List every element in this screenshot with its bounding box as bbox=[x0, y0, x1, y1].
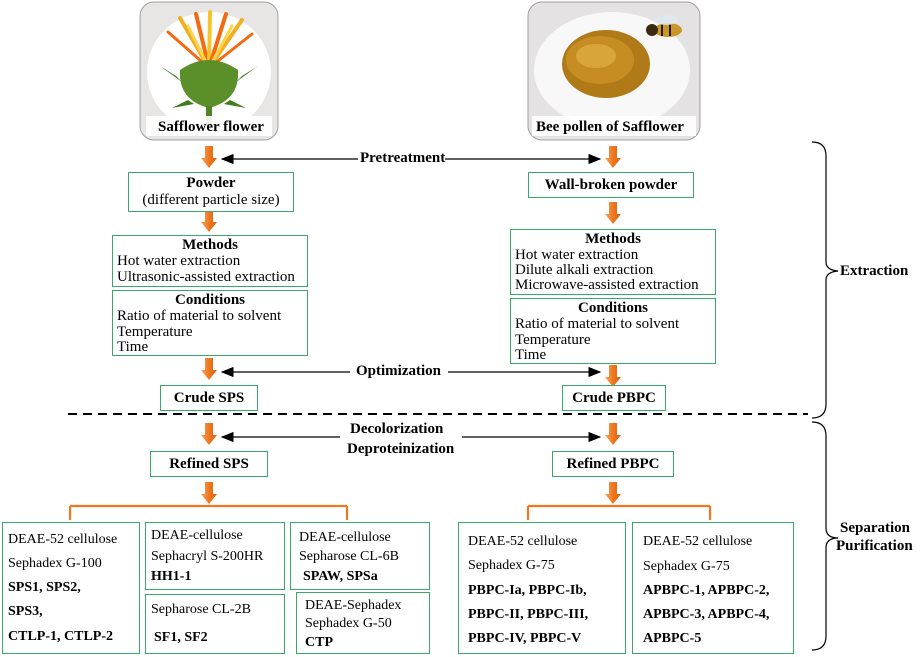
column-line: DEAE-Sephadex bbox=[305, 598, 402, 613]
column-line: Sepharose CL-6B bbox=[299, 549, 399, 564]
column-line: DEAE-52 cellulose bbox=[468, 534, 578, 549]
column-line: DEAE-52 cellulose bbox=[8, 532, 118, 547]
conditions-title: Conditions bbox=[577, 300, 649, 316]
product-line: APBPC-5 bbox=[643, 631, 702, 646]
column-line: Sepharose CL-2B bbox=[151, 602, 251, 617]
safflower-flower-image bbox=[139, 1, 279, 141]
refined-sps-box: Refined SPS bbox=[150, 451, 268, 477]
product-line: CTLP-1, CTLP-2 bbox=[8, 629, 113, 644]
hh-separation-box: DEAE-cellulose Sephacryl S-200HR HH1-1 bbox=[145, 522, 285, 590]
separation-label: Separation bbox=[840, 520, 911, 536]
left-methods-box: Methods Hot water extraction Ultrasonic-… bbox=[112, 235, 308, 287]
product-line: CTP bbox=[305, 635, 333, 650]
left-branch-connector bbox=[68, 504, 349, 520]
product-line: PBPC-II, PBPC-III, bbox=[468, 607, 589, 622]
refined-pbpc-label: Refined PBPC bbox=[566, 456, 660, 472]
condition-item: Time bbox=[515, 347, 547, 363]
spaw-separation-box: DEAE-cellulose Sepharose CL-6B SPAW, SPS… bbox=[290, 522, 430, 590]
methods-title: Methods bbox=[182, 237, 238, 253]
column-line: Sephadex G-100 bbox=[8, 556, 102, 571]
product-line: PBPC-IV, PBPC-V bbox=[468, 631, 582, 646]
product-line: HH1-1 bbox=[151, 569, 192, 584]
crude-sps-label: Crude SPS bbox=[173, 390, 245, 406]
extraction-brace bbox=[811, 141, 839, 419]
crude-pbpc-box: Crude PBPC bbox=[562, 385, 666, 411]
method-item: Dilute alkali extraction bbox=[515, 262, 654, 278]
left-conditions-box: Conditions Ratio of material to solvent … bbox=[112, 290, 308, 356]
safflower-flower-label: Safflower flower bbox=[158, 119, 264, 135]
deproteinization-label: Deproteinization bbox=[347, 441, 455, 457]
product-line: SPS1, SPS2, bbox=[8, 580, 81, 595]
column-line: Sephacryl S-200HR bbox=[151, 549, 264, 564]
powder-subtitle: (different particle size) bbox=[142, 192, 280, 208]
condition-item: Ratio of material to solvent bbox=[117, 308, 282, 324]
optimization-label: Optimization bbox=[356, 363, 441, 379]
methods-title: Methods bbox=[585, 231, 641, 247]
purification-label: Purification bbox=[836, 538, 913, 554]
refined-sps-label: Refined SPS bbox=[169, 456, 249, 472]
apbpc-separation-box: DEAE-52 cellulose Sephadex G-75 APBPC-1,… bbox=[632, 522, 794, 654]
bee-pollen-image bbox=[527, 1, 701, 141]
pbpc-separation-box: DEAE-52 cellulose Sephadex G-75 PBPC-Ia,… bbox=[458, 522, 626, 654]
extraction-label: Extraction bbox=[840, 263, 909, 279]
column-line: DEAE-cellulose bbox=[151, 528, 243, 543]
bee-pollen-label: Bee pollen of Safflower bbox=[536, 119, 684, 135]
bee-icon bbox=[646, 15, 682, 37]
powder-title: Powder bbox=[186, 175, 236, 191]
product-line: PBPC-Ia, PBPC-Ib, bbox=[468, 583, 587, 598]
wall-broken-powder-label: Wall-broken powder bbox=[544, 177, 678, 193]
purification-brace bbox=[811, 421, 839, 651]
crude-pbpc-label: Crude PBPC bbox=[572, 390, 656, 406]
column-line: Sephadex G-50 bbox=[305, 616, 392, 631]
method-item: Ultrasonic-assisted extraction bbox=[117, 269, 295, 285]
right-branch-connector bbox=[526, 504, 712, 520]
right-conditions-box: Conditions Ratio of material to solvent … bbox=[510, 298, 716, 364]
product-line: APBPC-1, APBPC-2, bbox=[643, 583, 770, 598]
decolorization-label: Decolorization bbox=[350, 421, 444, 437]
right-methods-box: Methods Hot water extraction Dilute alka… bbox=[510, 229, 716, 295]
method-item: Hot water extraction bbox=[515, 247, 639, 263]
sf-separation-box: Sepharose CL-2B SF1, SF2 bbox=[145, 594, 285, 654]
column-line: Sephadex G-75 bbox=[643, 559, 730, 574]
refined-pbpc-box: Refined PBPC bbox=[552, 451, 674, 477]
product-line: SF1, SF2 bbox=[154, 630, 208, 645]
condition-item: Time bbox=[117, 339, 149, 355]
column-line: DEAE-cellulose bbox=[299, 530, 391, 545]
column-line: DEAE-52 cellulose bbox=[643, 534, 753, 549]
wall-broken-powder-box: Wall-broken powder bbox=[528, 172, 694, 198]
condition-item: Temperature bbox=[117, 324, 193, 340]
product-line: SPS3, bbox=[8, 604, 43, 619]
conditions-title: Conditions bbox=[174, 292, 246, 308]
product-line: SPAW, SPSa bbox=[303, 569, 378, 584]
column-line: Sephadex G-75 bbox=[468, 558, 555, 573]
condition-item: Ratio of material to solvent bbox=[515, 316, 680, 332]
condition-item: Temperature bbox=[515, 332, 591, 348]
method-item: Hot water extraction bbox=[117, 253, 241, 269]
sps-separation-box: DEAE-52 cellulose Sephadex G-100 SPS1, S… bbox=[2, 522, 140, 654]
crude-sps-box: Crude SPS bbox=[160, 385, 258, 411]
product-line: APBPC-3, APBPC-4, bbox=[643, 607, 770, 622]
ctp-separation-box: DEAE-Sephadex Sephadex G-50 CTP bbox=[296, 592, 430, 654]
powder-box: Powder (different particle size) bbox=[128, 172, 294, 212]
method-item: Microwave-assisted extraction bbox=[515, 277, 699, 293]
pretreatment-label: Pretreatment bbox=[360, 150, 446, 166]
